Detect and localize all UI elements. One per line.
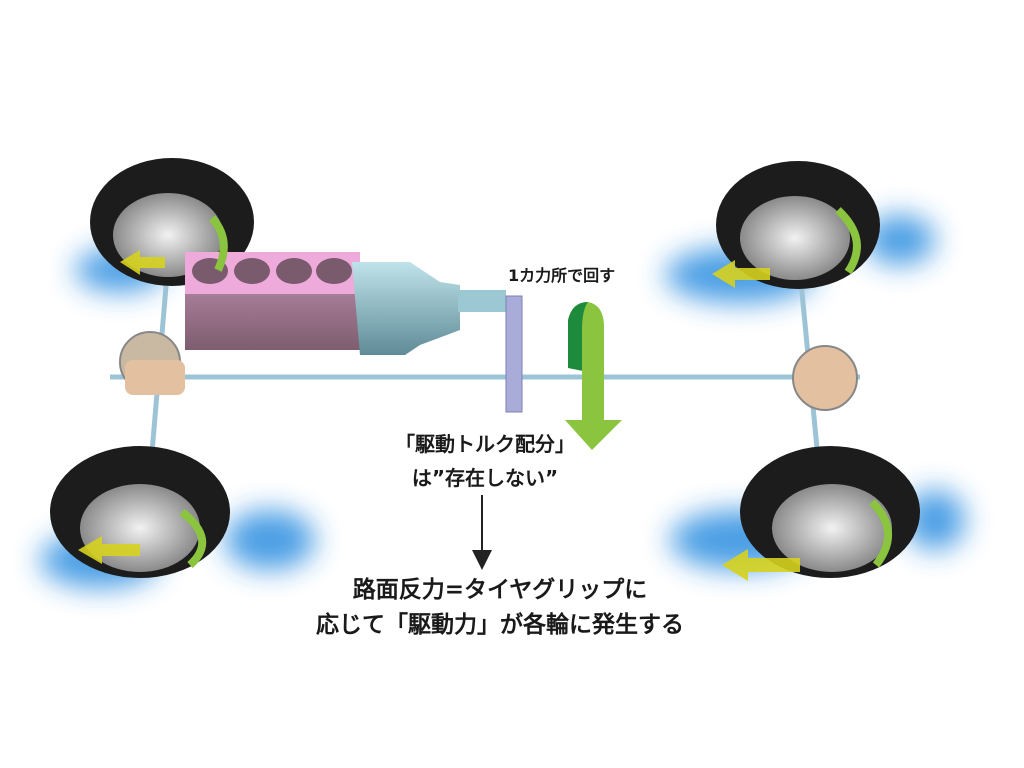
transmission [352,262,506,355]
torque-split-label-line1: 「駆動トルク配分」 [395,432,575,456]
rear-differential [792,345,858,411]
drive-force-arrows [78,250,800,581]
wheel-rear-right [740,446,920,578]
input-gear [505,295,523,413]
engine-block [185,252,360,350]
result-label-line2: 応じて「駆動力」が各輪に発生する [316,612,684,638]
front-differential [119,331,185,395]
wheel-rotation-arrows [179,207,893,568]
result-label-line1: 路面反力=タイヤグリップに [352,577,648,603]
wheel-rear-left [50,446,230,578]
wheel-front-right [716,161,880,289]
rotation-arrow-icon [565,302,622,450]
torque-split-label-line2: は”存在しない” [411,466,559,490]
single-point-label: 1カ力所で回す [508,266,616,285]
